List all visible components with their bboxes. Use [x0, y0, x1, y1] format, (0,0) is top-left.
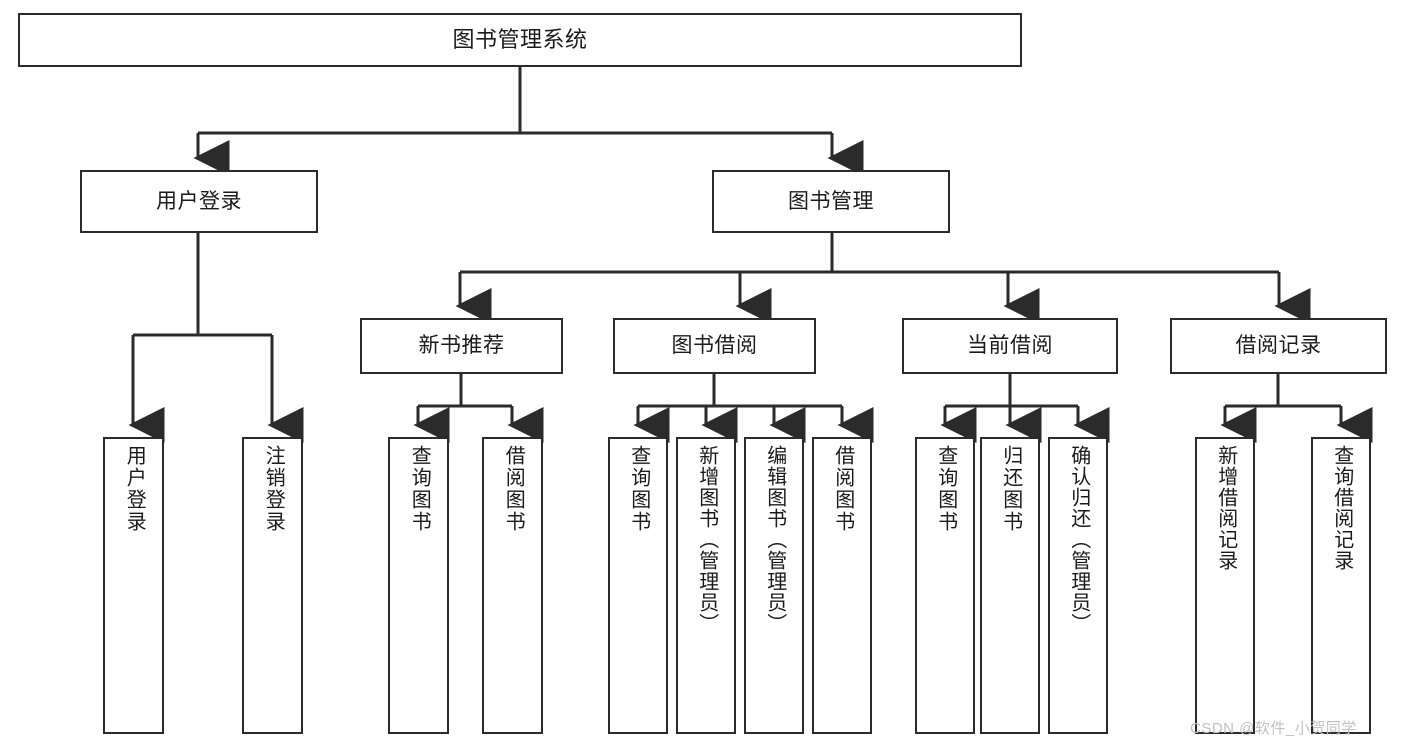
node-leaf-borrow-book-newbook[interactable]: 借阅图书 — [482, 437, 543, 734]
node-label: 借阅记录 — [1235, 334, 1322, 358]
node-label: 用户登录 — [156, 189, 242, 213]
node-label: 借阅图书 — [502, 445, 525, 533]
node-new-book-recommend[interactable]: 新书推荐 — [360, 318, 563, 374]
node-label: 归还图书 — [999, 445, 1022, 533]
node-label: 查询图书 — [934, 445, 957, 533]
node-label: 图书借阅 — [671, 334, 758, 358]
node-leaf-add-book-admin[interactable]: 新增图书（管理员） — [676, 437, 736, 734]
node-leaf-query-borrow-record[interactable]: 查询借阅记录 — [1311, 437, 1371, 734]
node-label: 查询借阅记录 — [1330, 445, 1353, 571]
node-current-borrow[interactable]: 当前借阅 — [902, 318, 1118, 374]
node-label: 当前借阅 — [967, 334, 1053, 358]
node-label: 新增借阅记录 — [1214, 445, 1237, 571]
node-label: 图书管理 — [788, 189, 874, 213]
node-label: 图书管理系统 — [452, 26, 588, 52]
node-leaf-user-login[interactable]: 用户登录 — [103, 437, 164, 734]
node-leaf-borrow-book[interactable]: 借阅图书 — [812, 437, 872, 734]
node-leaf-logout[interactable]: 注销登录 — [242, 437, 303, 734]
node-book-management[interactable]: 图书管理 — [712, 170, 950, 233]
node-leaf-edit-book-admin[interactable]: 编辑图书（管理员） — [744, 437, 804, 734]
node-book-borrow[interactable]: 图书借阅 — [613, 318, 816, 374]
node-label: 注销登录 — [262, 445, 285, 533]
node-leaf-query-book-newbook[interactable]: 查询图书 — [388, 437, 449, 734]
node-label: 查询图书 — [408, 445, 431, 533]
node-leaf-confirm-return-admin[interactable]: 确认归还（管理员） — [1048, 437, 1108, 734]
node-leaf-query-book-current[interactable]: 查询图书 — [915, 437, 975, 734]
node-leaf-return-book[interactable]: 归还图书 — [980, 437, 1040, 734]
node-user-login[interactable]: 用户登录 — [80, 170, 318, 233]
node-borrow-record[interactable]: 借阅记录 — [1170, 318, 1387, 374]
node-label: 编辑图书（管理员） — [763, 445, 786, 634]
node-label: 查询图书 — [627, 445, 650, 533]
node-root-system[interactable]: 图书管理系统 — [18, 13, 1022, 67]
node-leaf-query-book-borrow[interactable]: 查询图书 — [608, 437, 668, 734]
node-label: 用户登录 — [123, 445, 146, 533]
node-label: 新书推荐 — [418, 334, 505, 358]
node-leaf-add-borrow-record[interactable]: 新增借阅记录 — [1195, 437, 1255, 734]
node-label: 确认归还（管理员） — [1067, 445, 1090, 634]
node-label: 新增图书（管理员） — [695, 445, 718, 634]
node-label: 借阅图书 — [831, 445, 854, 533]
